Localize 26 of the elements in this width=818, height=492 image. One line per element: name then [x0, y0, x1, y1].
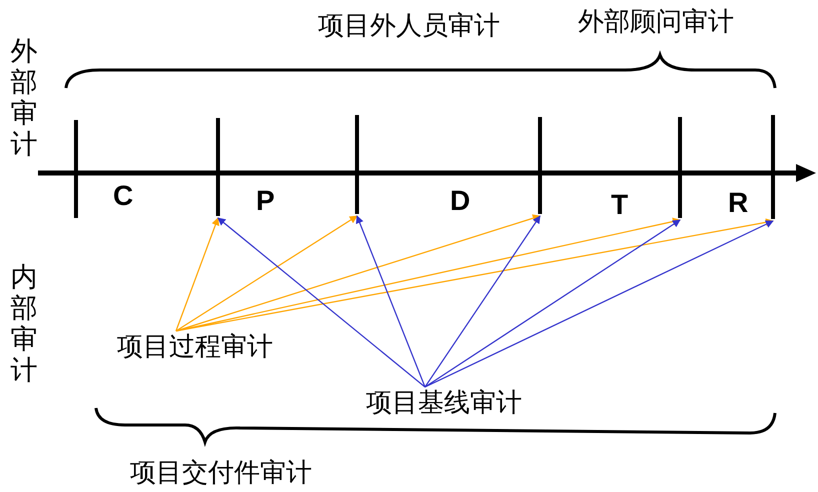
- phase-letter: R: [728, 187, 748, 219]
- tick-mark: [678, 117, 682, 218]
- side-label: 外部审计: [10, 36, 38, 160]
- arrow: [175, 217, 220, 332]
- arrow: [424, 220, 774, 388]
- text-label: 项目过程审计: [100, 331, 290, 365]
- text-label: 外部顾问审计: [578, 6, 734, 38]
- tick-mark: [771, 115, 775, 219]
- phase-letter: D: [450, 185, 470, 217]
- arrow: [176, 216, 358, 332]
- text-label: 项目外人员审计: [318, 10, 500, 42]
- arrow: [176, 214, 541, 332]
- tick-mark: [355, 115, 359, 214]
- arrow: [176, 218, 774, 332]
- phase-letter: P: [256, 185, 275, 217]
- phase-letter: C: [113, 180, 134, 212]
- side-label: 内部审计: [10, 262, 38, 386]
- arrow: [356, 215, 426, 388]
- tick-mark: [538, 117, 542, 214]
- tick-mark: [216, 118, 220, 216]
- text-label: 项目交付件审计: [130, 457, 312, 489]
- arrow: [424, 220, 681, 388]
- text-label: 项目基线审计: [349, 387, 539, 421]
- arrow: [424, 215, 540, 388]
- phase-letter: T: [611, 189, 628, 221]
- arrow: [217, 218, 426, 388]
